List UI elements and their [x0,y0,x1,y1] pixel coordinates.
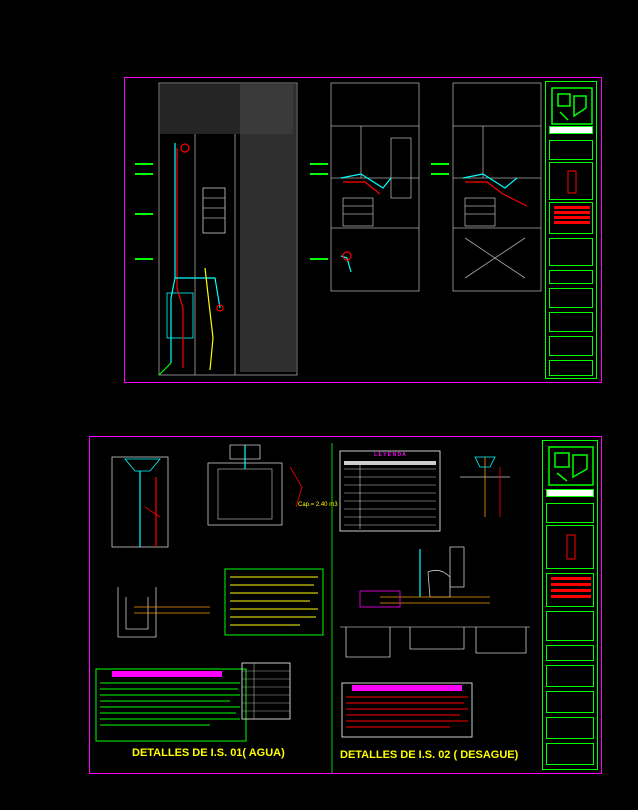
sheet-bottom-details: Cap.= 2.40 m3 L E Y E N D A DETALLES DE … [89,436,602,774]
cistern-capacity-label: Cap.= 2.40 m3 [298,502,338,508]
second-floor-plan [452,82,542,292]
floor-plans-drawing [135,82,542,376]
title-block-bottom [542,440,598,770]
drain-details-title: DETALLES DE I.S. 02 ( DESAGUE) [340,749,519,761]
trench-sections [340,626,530,658]
drain-riser-detail [460,456,510,517]
ground-floor-pipes [158,143,224,376]
title-block-top [545,81,597,379]
legend-title: L E Y E N D A [374,452,406,458]
cistern-section [207,444,303,526]
water-elevation-detail [111,456,169,548]
details-drawing [95,443,530,773]
water-details-title: DETALLES DE I.S. 01( AGUA) [132,747,285,759]
company-logo-icon [548,446,594,486]
company-logo-icon [551,87,593,125]
sheet-top-plans [124,77,602,383]
second-floor-pipes [462,173,528,207]
vent-installation-detail [117,587,210,638]
first-floor-pipes [340,173,392,273]
toilet-section [359,546,490,608]
first-floor-plan [330,82,420,292]
ground-floor-plan [158,82,298,376]
